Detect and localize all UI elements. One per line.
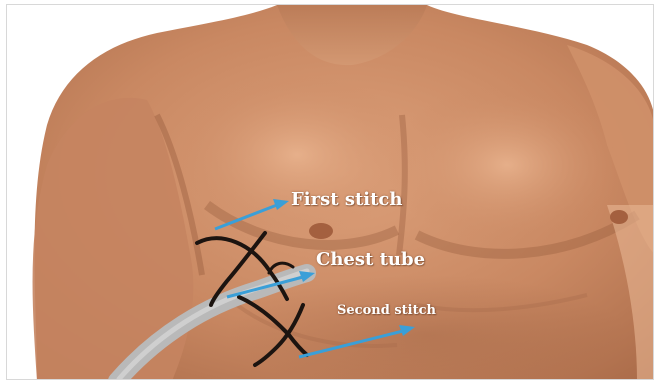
second-stitch-label: Second stitch (337, 303, 436, 318)
left-nipple (309, 223, 333, 239)
chest-tube-label: Chest tube (316, 249, 425, 270)
medical-illustration: First stitch Chest tube Second stitch (6, 4, 654, 380)
right-nipple (610, 210, 628, 224)
first-stitch-label: First stitch (291, 189, 402, 210)
